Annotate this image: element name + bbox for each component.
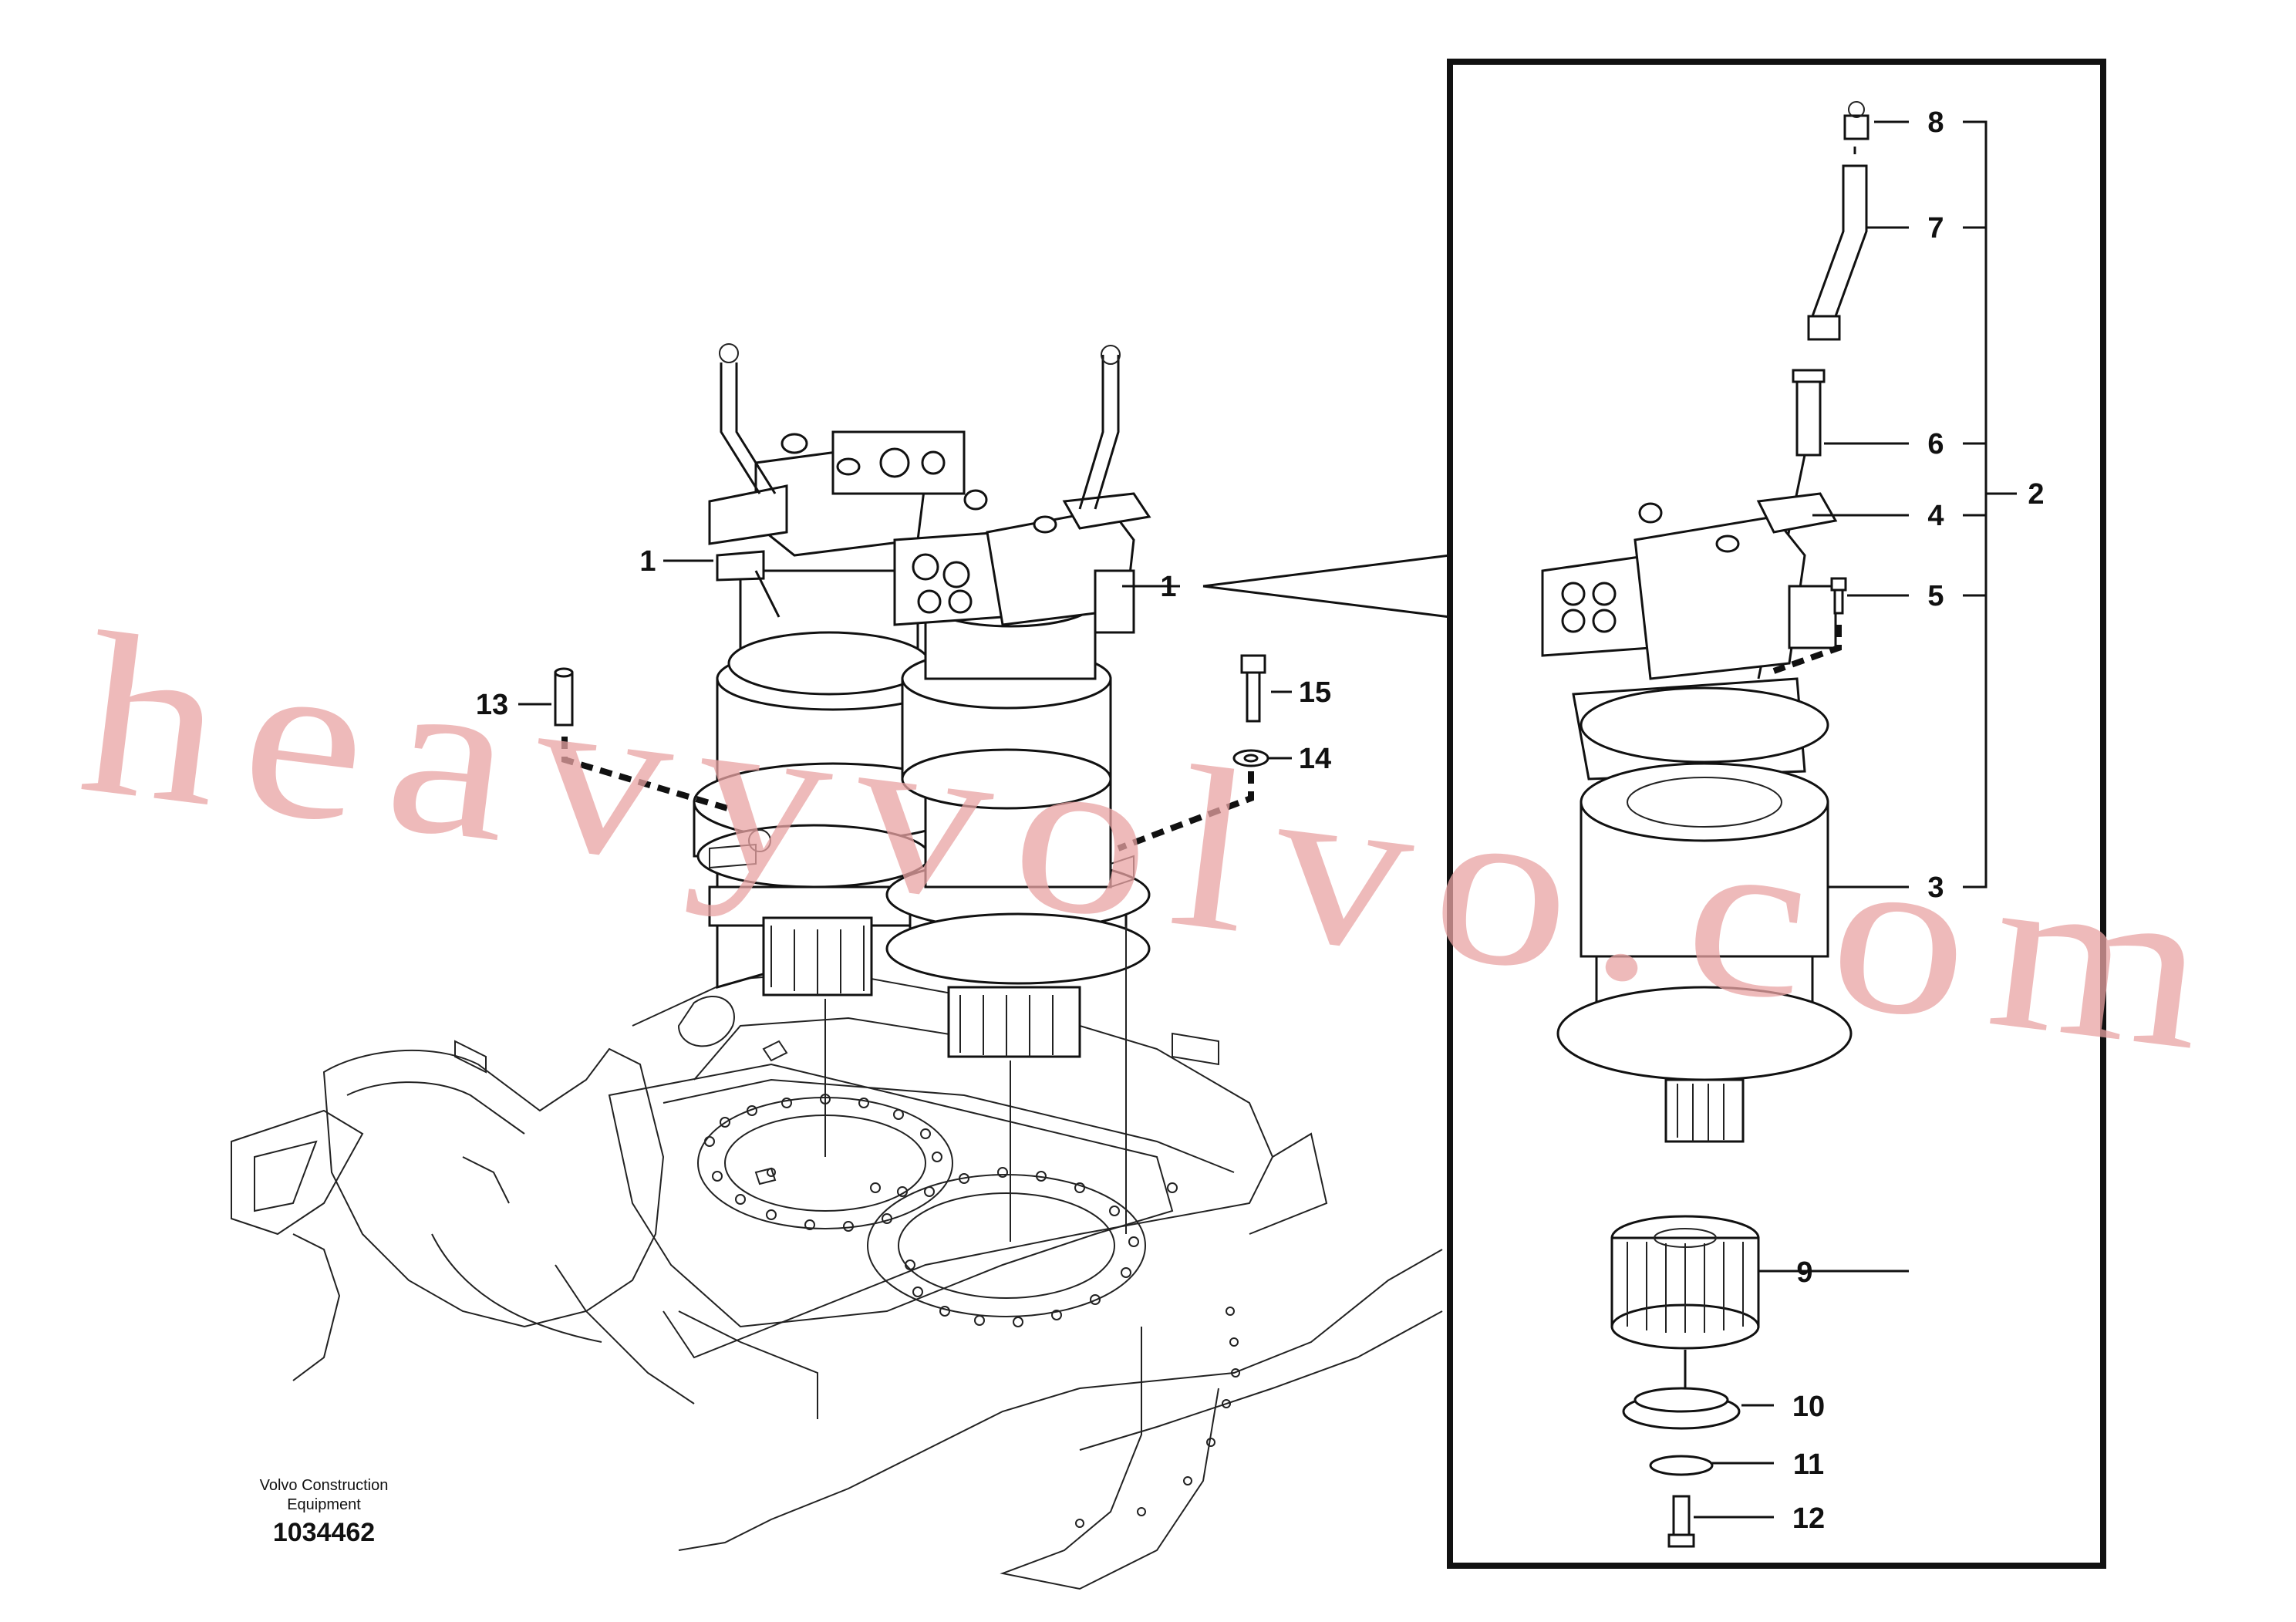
callout-4: 4 — [1927, 500, 1944, 532]
callout-5: 5 — [1927, 580, 1944, 612]
callout-3: 3 — [1927, 872, 1944, 904]
detail-reduction-gear — [1556, 686, 1853, 1143]
callout-2: 2 — [2028, 478, 2044, 511]
callout-leaders-left — [518, 559, 1292, 760]
drawing-number: 1034462 — [273, 1518, 375, 1547]
callout-1-left: 1 — [639, 545, 656, 578]
detail-lock-washer — [1649, 1455, 1714, 1476]
detail-bolt-5 — [1830, 577, 1847, 615]
upper-frame — [231, 970, 1443, 1590]
detail-bolt-12 — [1667, 1495, 1695, 1548]
callout-8: 8 — [1927, 106, 1944, 139]
detail-adapter — [1757, 369, 1826, 679]
swing-mount-plate — [608, 1040, 1240, 1528]
callout-11: 11 — [1793, 1448, 1824, 1481]
bolt-holes — [704, 1094, 1240, 1528]
callout-1-right: 1 — [1160, 571, 1176, 603]
detail-view-frame — [1202, 59, 2106, 1569]
callout-13: 13 — [476, 689, 508, 721]
callout-7: 7 — [1927, 212, 1944, 244]
caption-line-2: Equipment — [287, 1496, 361, 1513]
assembly-leaders — [824, 926, 1127, 1242]
watermark: heavyvolvo.com — [69, 584, 2244, 1101]
callout-9: 9 — [1796, 1256, 1812, 1289]
bolt-15 — [1240, 654, 1266, 723]
caption-line-1: Volvo Construction — [260, 1477, 389, 1494]
detail-end-plate — [1622, 1387, 1741, 1430]
swing-motor-assembly-rear — [693, 343, 973, 996]
detail-breather-cap — [1843, 101, 1870, 154]
pin-fit-line — [561, 737, 734, 813]
swing-motor-assembly-front — [885, 345, 1151, 1058]
callout-14: 14 — [1299, 743, 1331, 775]
callout-15: 15 — [1299, 676, 1331, 709]
callout-10: 10 — [1792, 1391, 1825, 1423]
bolt-fit-line — [1117, 771, 1254, 851]
washer-14 — [1232, 749, 1269, 767]
callout-12: 12 — [1792, 1502, 1825, 1535]
detail-pinion — [1610, 1215, 1760, 1388]
pin-13 — [554, 667, 574, 727]
callout-6: 6 — [1927, 428, 1944, 460]
detail-bolt-fit-line — [1772, 625, 1842, 674]
callout-leaders-detail — [1694, 120, 2017, 1519]
detail-hose — [1807, 164, 1868, 341]
